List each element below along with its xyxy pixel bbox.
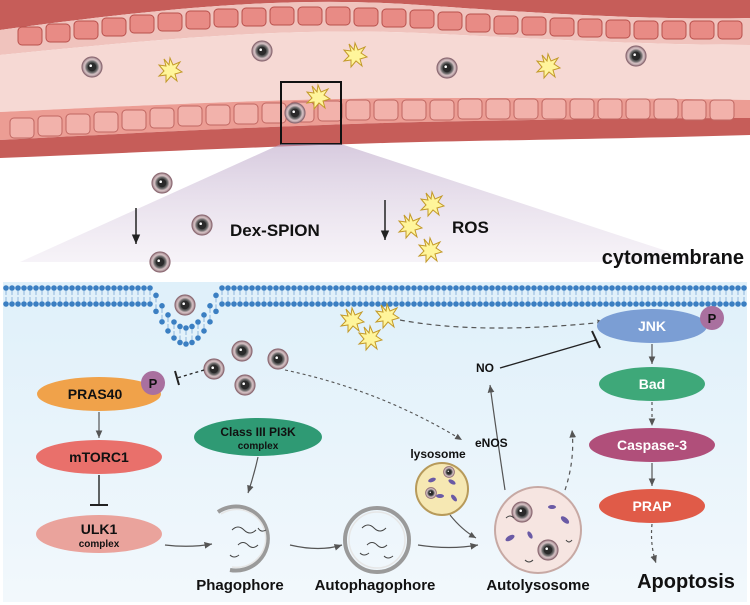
enos-label: eNOS [475, 436, 508, 450]
jnk-node: JNK [597, 309, 707, 343]
pi3k-node: Class III PI3K complex [194, 418, 322, 456]
phagophore [216, 504, 270, 573]
caspase3-node: Caspase-3 [589, 428, 715, 462]
blood-vessel [0, 0, 750, 158]
cytomembrane-label: cytomembrane [602, 247, 744, 269]
svg-text:P: P [708, 311, 717, 326]
svg-text:Bad: Bad [639, 376, 665, 392]
autophagophore-label: Autophagophore [315, 577, 436, 594]
pras40-node: PRAS40 [37, 377, 161, 411]
bad-node: Bad [599, 367, 705, 401]
svg-text:Class III PI3K: Class III PI3K [220, 425, 296, 439]
jnk-phospho-badge: P [700, 306, 724, 330]
phagophore-label: Phagophore [196, 577, 284, 594]
dex-spion-label: Dex-SPION [230, 221, 320, 240]
svg-text:JNK: JNK [638, 318, 666, 334]
apoptosis-label: Apoptosis [637, 571, 735, 593]
svg-text:ULK1: ULK1 [81, 521, 118, 537]
lysosome-label: lysosome [410, 447, 466, 461]
ros-label: ROS [452, 218, 489, 237]
svg-text:P: P [149, 376, 158, 391]
autolysosome [494, 486, 582, 574]
autophagophore [343, 506, 411, 574]
zoom-cone [20, 144, 700, 262]
svg-text:Caspase-3: Caspase-3 [617, 437, 687, 453]
autolysosome-label: Autolysosome [486, 577, 589, 594]
ulk1-node: ULK1 complex [36, 515, 162, 553]
svg-text:mTORC1: mTORC1 [69, 449, 129, 465]
pras40-phospho-badge: P [141, 371, 165, 395]
svg-text:PRAS40: PRAS40 [68, 386, 123, 402]
mtorc1-node: mTORC1 [36, 440, 162, 474]
cytomembrane-bilayer [3, 285, 747, 347]
no-label: NO [476, 361, 494, 375]
prap-node: PRAP [599, 489, 705, 523]
svg-text:complex: complex [79, 539, 120, 550]
lysosome [415, 462, 469, 516]
svg-text:PRAP: PRAP [633, 498, 672, 514]
svg-text:complex: complex [238, 441, 279, 452]
